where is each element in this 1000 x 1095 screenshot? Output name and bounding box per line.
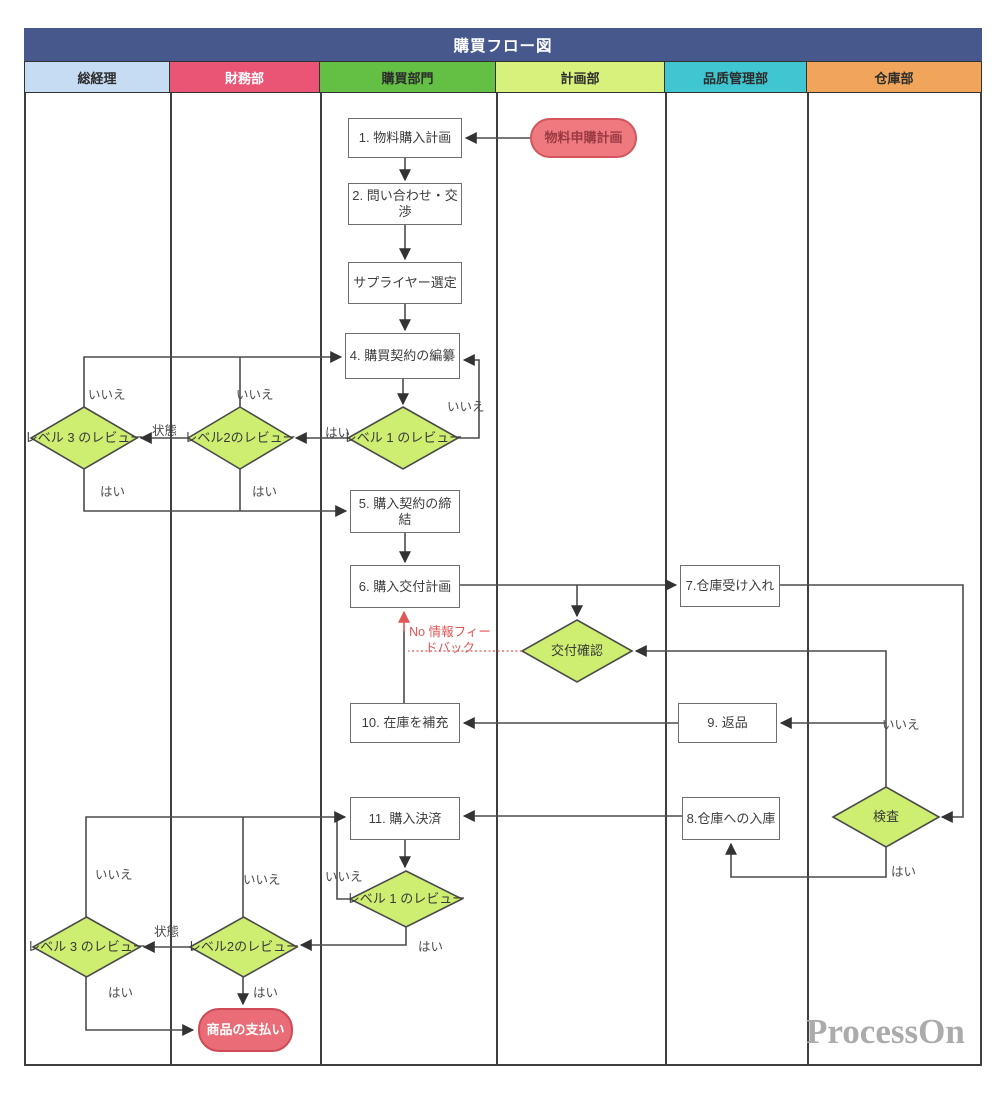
flow-node-end: 商品の支払い (198, 1008, 293, 1052)
lane-header-2: 購買部門 (320, 61, 496, 93)
lane-divider-1 (170, 93, 172, 1064)
flow-edge (85, 977, 195, 1036)
node-shape-d2a (186, 406, 294, 470)
edge-label-feedback: No 情報フィードバック (409, 625, 491, 656)
edge-label-no: いいえ (88, 388, 126, 402)
node-shape-d3a (29, 406, 139, 470)
edge-label-status: 状態 (152, 424, 178, 438)
lane-divider-5 (807, 93, 809, 1064)
edge-label-yes: はい (253, 986, 279, 1000)
edge-label-no: いいえ (243, 873, 281, 887)
flow-node-box7: 7.仓庫受け入れ (680, 565, 780, 607)
edge-label-no: いいえ (236, 388, 274, 402)
edge-label-yes: はい (418, 940, 444, 954)
node-shape-d3b (31, 916, 142, 978)
flow-node-box2: 2. 問い合わせ・交渉 (348, 183, 462, 225)
flow-node-start: 物料申購計画 (530, 118, 637, 158)
flow-edge (780, 584, 964, 823)
lane-header-4: 品质管理部 (665, 61, 807, 93)
flow-node-box11: 11. 購入決済 (350, 797, 460, 840)
flow-edge (458, 354, 480, 439)
flow-edge (85, 811, 347, 917)
lane-header-0: 総経理 (24, 61, 170, 93)
lane-header-5: 仓庫部 (807, 61, 982, 93)
lane-header-row: 総経理財務部購買部門計画部品质管理部仓庫部 (24, 61, 982, 93)
edge-label-yes: はい (891, 865, 917, 879)
lane-divider-4 (665, 93, 667, 1064)
flow-node-box1: 1. 物料購入計画 (348, 118, 462, 158)
edge-label-status: 状態 (154, 925, 180, 939)
flow-node-box4: 4. 購買契約の編纂 (345, 333, 460, 379)
edge-label-yes: はい (325, 426, 351, 440)
flow-edge (336, 817, 350, 900)
flow-edge (83, 469, 348, 517)
flow-node-box10: 10. 在庫を補充 (350, 703, 460, 743)
flow-node-box8: 8.仓庫への入庫 (682, 797, 780, 840)
node-shape-d2b (188, 916, 299, 978)
lane-header-1: 財務部 (170, 61, 320, 93)
flow-edge (83, 351, 343, 407)
flow-node-box3: サプライヤー選定 (348, 262, 462, 304)
flow-edge (725, 842, 887, 878)
flow-edge (634, 645, 887, 787)
node-shape-d1b (348, 870, 464, 928)
flow-node-box5: 5. 購入契約の締結 (350, 490, 460, 533)
processon-watermark: ProcessOn (806, 1012, 965, 1051)
edge-label-no: いいえ (95, 868, 133, 882)
edge-label-no: いいえ (447, 400, 485, 414)
lane-divider-3 (496, 93, 498, 1064)
flow-edge (299, 927, 407, 951)
flow-node-box6: 6. 購入交付計画 (350, 565, 460, 608)
edge-label-no: いいえ (325, 870, 363, 884)
lane-divider-2 (320, 93, 322, 1064)
edge-label-yes: はい (100, 485, 126, 499)
flow-node-box9: 9. 返品 (678, 703, 777, 743)
edge-label-yes: はい (252, 485, 278, 499)
node-shape-d1a (346, 406, 460, 470)
node-shape-dcf (520, 619, 634, 683)
edge-label-yes: はい (108, 986, 134, 1000)
node-shape-dk (831, 786, 941, 848)
diagram-title: 購買フロー図 (24, 28, 982, 61)
lane-header-3: 計画部 (496, 61, 665, 93)
edge-label-no: いいえ (882, 718, 920, 732)
